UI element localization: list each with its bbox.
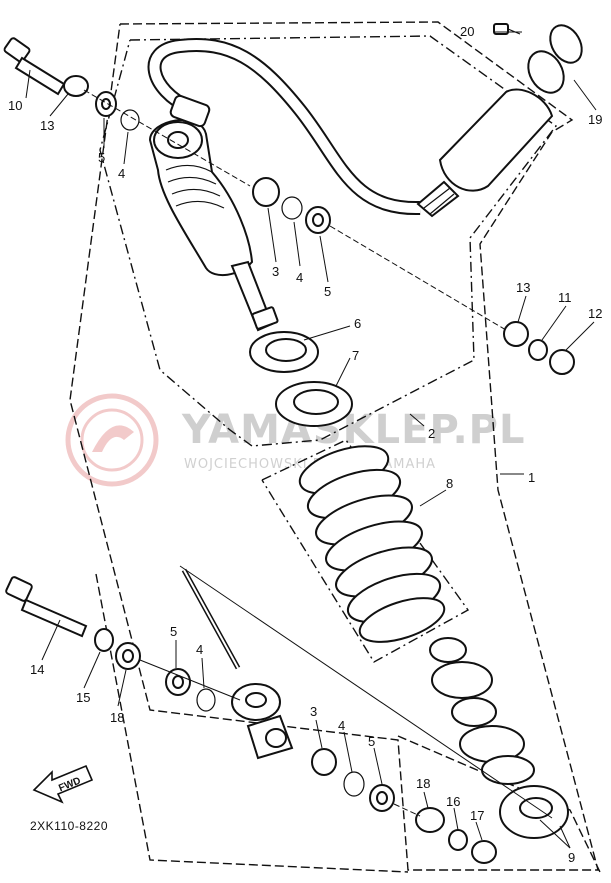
callout-2: 2	[428, 426, 435, 441]
callout-16: 16	[446, 794, 460, 809]
circlip-4-upper-right	[281, 196, 303, 220]
callout-12: 12	[588, 306, 602, 321]
callout-17: 17	[470, 808, 484, 823]
bearing-3-upper	[252, 177, 280, 207]
bushing-5-lower-left	[165, 668, 191, 696]
washer-15	[94, 628, 114, 652]
callout-13-top: 13	[40, 118, 54, 133]
callout-8: 8	[446, 476, 453, 491]
bushing-5-upper-left	[95, 91, 117, 117]
callout-6: 6	[354, 316, 361, 331]
callout-4-lower-left: 4	[196, 642, 203, 657]
shock-absorber-body	[148, 94, 279, 332]
callout-9: 9	[568, 850, 575, 865]
reservoir-hose	[147, 38, 421, 216]
callout-10: 10	[8, 98, 22, 113]
callout-4-upper-right: 4	[296, 270, 303, 285]
callout-1: 1	[528, 470, 535, 485]
callout-7: 7	[352, 348, 359, 363]
nut-12	[549, 349, 575, 375]
lock-nut-7	[275, 381, 353, 427]
lower-mount-eye	[231, 683, 294, 760]
bearing-3-lower	[311, 748, 337, 776]
lower-spring-seat-stack	[429, 637, 535, 785]
lock-nut-6	[249, 331, 319, 373]
group-outline-spring	[261, 439, 470, 663]
callout-4-lower-right: 4	[338, 718, 345, 733]
part-code: 2XK110-8220	[30, 819, 108, 833]
circlip-4-upper-left	[120, 109, 140, 131]
bushing-5-upper-right	[305, 206, 331, 234]
collar-9	[499, 785, 569, 839]
callout-13-right: 13	[516, 280, 530, 295]
bolt-10	[3, 37, 66, 96]
washer-16	[448, 829, 468, 851]
callout-3-lower: 3	[310, 704, 317, 719]
fwd-arrow-icon: FWD	[32, 764, 94, 804]
circlip-4-lower-left	[196, 688, 216, 712]
callout-leaders	[25, 31, 597, 849]
callout-numbers: 20 19 10 13 5 4 3 4 5 13 11 12 6 7 2 1 8…	[8, 24, 602, 865]
clamp-19	[527, 24, 583, 94]
callout-4-upper-left: 4	[118, 166, 125, 181]
watermark-logo-icon	[65, 393, 159, 487]
washer-11	[528, 339, 548, 361]
callout-14: 14	[30, 662, 44, 677]
callout-5-lower-left: 5	[170, 624, 177, 639]
callout-5-upper-right: 5	[324, 284, 331, 299]
callout-20: 20	[460, 24, 474, 39]
callout-15: 15	[76, 690, 90, 705]
watermark: YAMASKLEP.PL WOJCIECHOWSKI DEALER YAMAHA	[65, 393, 525, 487]
collar-18-left	[115, 642, 141, 670]
callout-5-lower-right: 5	[368, 734, 375, 749]
group-outline-lower	[95, 573, 601, 873]
callout-5-upper-left: 5	[98, 150, 105, 165]
callout-3-upper: 3	[272, 264, 279, 279]
nut-13-top	[63, 75, 89, 97]
nut-13-right	[503, 321, 529, 347]
callout-19: 19	[588, 112, 602, 127]
watermark-brand: YAMASKLEP.PL	[181, 407, 525, 453]
bolt-14	[5, 576, 88, 638]
coil-spring-8	[298, 445, 446, 643]
push-rod	[181, 568, 241, 670]
reservoir-canister	[416, 88, 554, 218]
circlip-4-lower-right	[343, 771, 365, 797]
bushing-5-lower-right	[369, 784, 395, 812]
callout-18-right: 18	[416, 776, 430, 791]
axis-lines	[83, 89, 553, 819]
collar-18-right	[415, 807, 445, 833]
callout-11: 11	[558, 290, 572, 305]
nut-17	[471, 840, 497, 864]
callout-18-left: 18	[110, 710, 124, 725]
